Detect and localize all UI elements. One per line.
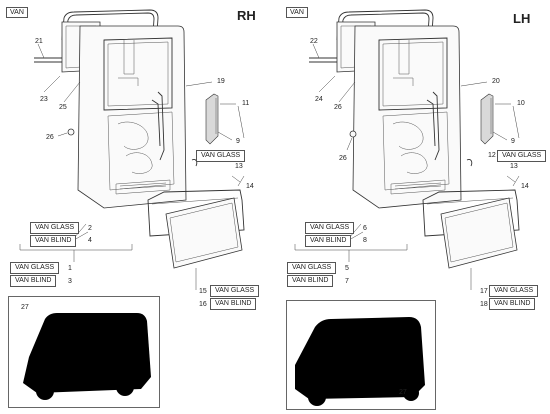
callout-21: 21 <box>35 38 43 45</box>
rh-key-glass-15: VAN GLASS <box>210 285 260 297</box>
callout-27: 27 <box>399 389 407 396</box>
rh-side-label: RH <box>237 8 256 23</box>
lh-panel: VAN LH 22 24 26 20 10 26 9 12 13 14 6 8 … <box>275 0 550 413</box>
rh-model-tag: VAN <box>6 7 28 18</box>
callout-9: 9 <box>236 138 240 145</box>
callout-10: 10 <box>517 100 525 107</box>
rh-key-blind-16: VAN BLIND <box>210 298 257 310</box>
rh-door-exploded-drawing <box>19 9 245 290</box>
lh-key-glass-5: VAN GLASS <box>287 262 337 274</box>
lh-van-illustration <box>295 317 425 406</box>
lh-model-tag: VAN <box>286 7 308 18</box>
lh-key-glass-main: VAN GLASS <box>497 150 547 162</box>
rh-key-glass-main: VAN GLASS <box>196 150 246 162</box>
callout-27: 27 <box>21 304 29 311</box>
key-num-1: 1 <box>68 265 72 272</box>
callout-11: 11 <box>242 100 250 107</box>
callout-4: 4 <box>88 237 92 244</box>
callout-23: 23 <box>40 96 48 103</box>
rh-van-inset: 27 <box>8 296 160 408</box>
callout-25: 25 <box>59 104 67 111</box>
callout-24: 24 <box>315 96 323 103</box>
rh-panel: VAN RH 21 23 25 19 11 26 9 12 13 14 2 4 … <box>0 0 275 413</box>
callout-13: 13 <box>235 163 243 170</box>
callout-20: 20 <box>492 78 500 85</box>
lh-key-glass-17: VAN GLASS <box>489 285 539 297</box>
lh-side-label: LH <box>513 11 531 26</box>
callout-19: 19 <box>217 78 225 85</box>
lh-key-glass-6: VAN GLASS <box>305 222 355 234</box>
lh-van-inset: 27 <box>286 300 436 410</box>
callout-9: 9 <box>511 138 515 145</box>
callout-12: 12 <box>488 152 496 159</box>
callout-26: 26 <box>46 134 54 141</box>
lh-key-blind-8: VAN BLIND <box>305 235 352 247</box>
key-num-15: 15 <box>199 288 207 295</box>
rh-key-glass-1: VAN GLASS <box>10 262 60 274</box>
rh-key-blind-4: VAN BLIND <box>30 235 77 247</box>
key-num-3: 3 <box>68 278 72 285</box>
lh-key-blind-18: VAN BLIND <box>489 298 536 310</box>
key-num-5: 5 <box>345 265 349 272</box>
lh-door-exploded-drawing <box>294 9 520 290</box>
callout-2: 2 <box>88 225 92 232</box>
callout-26-plug: 26 <box>339 155 347 162</box>
rh-van-illustration <box>23 313 151 400</box>
callout-22: 22 <box>310 38 318 45</box>
lh-key-blind-7: VAN BLIND <box>287 275 334 287</box>
callout-13: 13 <box>510 163 518 170</box>
callout-8: 8 <box>363 237 367 244</box>
key-num-7: 7 <box>345 278 349 285</box>
key-num-16: 16 <box>199 301 207 308</box>
rh-key-blind-3: VAN BLIND <box>10 275 57 287</box>
callout-6: 6 <box>363 225 367 232</box>
rh-key-glass-2: VAN GLASS <box>30 222 80 234</box>
key-num-18: 18 <box>480 301 488 308</box>
callout-14: 14 <box>521 183 529 190</box>
key-num-17: 17 <box>480 288 488 295</box>
callout-26-sash: 26 <box>334 104 342 111</box>
callout-14: 14 <box>246 183 254 190</box>
